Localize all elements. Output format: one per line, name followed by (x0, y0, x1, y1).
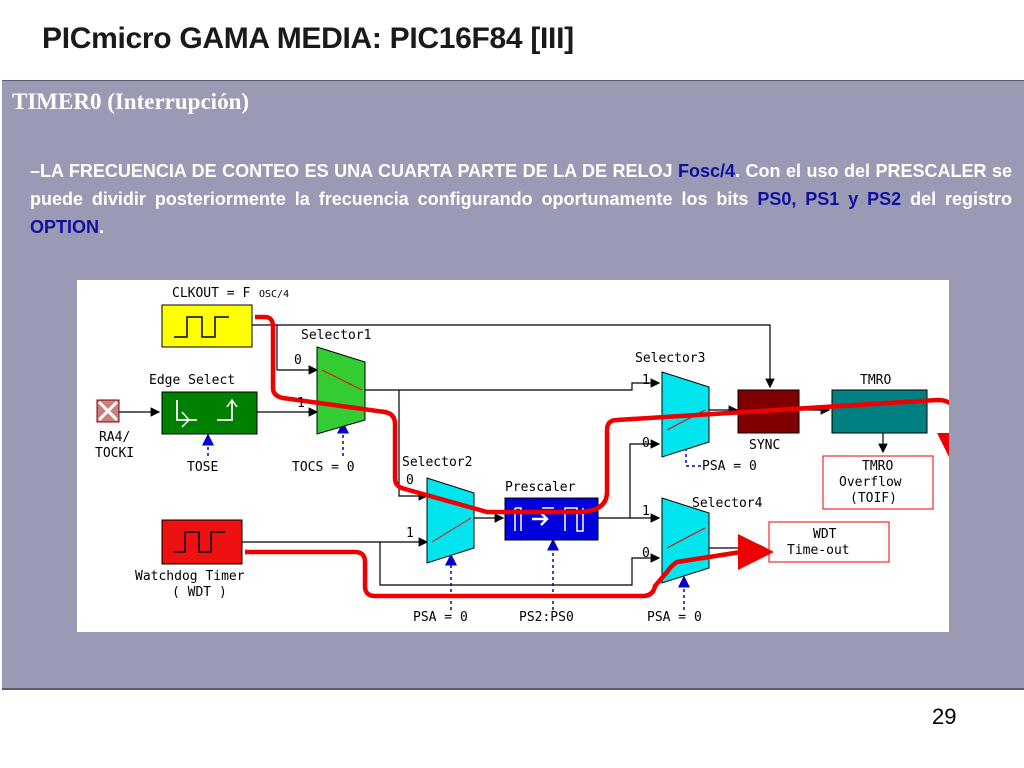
timer0-block-diagram: CLKOUT = F OSC/4 Selector1 0 1 Edge Sele… (77, 280, 949, 632)
selector3-input-1: 1 (642, 373, 650, 388)
sync-label: SYNC (749, 438, 780, 453)
tmr0-overflow-line1: TMRO (862, 459, 893, 474)
psa-sel3-label: PSA = 0 (702, 459, 757, 474)
watchdog-label-1: Watchdog Timer (135, 569, 245, 584)
highlight-y: y (839, 189, 868, 209)
watchdog-label-2: ( WDT ) (172, 585, 227, 600)
selector4-input-1: 1 (642, 504, 650, 519)
ra4-label-2: TOCKI (95, 446, 134, 461)
tose-label: TOSE (187, 460, 218, 475)
selector1-label: Selector1 (301, 328, 371, 343)
text-part-1: LA FRECUENCIA DE CONTEO ES UNA CUARTA PA… (40, 161, 678, 181)
selector1-mux (316, 346, 366, 435)
control-lines (202, 421, 701, 610)
description-paragraph: –LA FRECUENCIA DE CONTEO ES UNA CUARTA P… (30, 157, 1012, 241)
highlight-ps2: PS2 (867, 189, 902, 209)
selector3-input-0: 0 (642, 436, 650, 451)
signal-wires (119, 324, 888, 586)
selector4-label: Selector4 (692, 496, 763, 511)
selector1-input-0: 0 (294, 353, 302, 368)
tmr0-label: TMRO (860, 373, 891, 388)
mux-paths (321, 369, 706, 549)
prescaler-label: Prescaler (505, 480, 576, 495)
tmr0-overflow-box (822, 455, 934, 510)
page-number: 29 (932, 704, 957, 729)
ps2-ps0-label: PS2:PS0 (519, 610, 574, 625)
ra4-label-1: RA4/ (99, 430, 130, 445)
selector2-input-0: 0 (406, 473, 414, 488)
text-dot: . (99, 217, 105, 237)
wdt-line1: WDT (813, 527, 837, 542)
prescaler-block (504, 497, 599, 541)
selector2-label: Selector2 (402, 455, 472, 470)
section-subtitle: TIMER0 (Interrupción) (12, 89, 250, 114)
slide-title: PICmicro GAMA MEDIA: PIC16F84 [III] (42, 22, 574, 55)
selector3-label: Selector3 (635, 351, 705, 366)
highlight-option: OPTION (30, 217, 100, 237)
edge-select-label: Edge Select (149, 373, 235, 388)
psa-sel4-label: PSA = 0 (647, 610, 702, 625)
wdt-line2: Time-out (787, 543, 850, 558)
selector2-input-1: 1 (406, 526, 414, 541)
tmr0-block (831, 389, 928, 434)
tocs-label: TOCS = 0 (292, 460, 355, 475)
tmr0-overflow-line3: (TOIF) (850, 491, 897, 506)
clkout-block (161, 304, 253, 348)
psa-sel2-label: PSA = 0 (413, 610, 468, 625)
highlight-fosc: Fosc/4 (677, 161, 735, 181)
edge-select-block (161, 391, 258, 435)
ra4-pin-icon (96, 399, 120, 423)
tmr0-overflow-line2: Overflow (839, 475, 902, 490)
text-part-2: . Con el uso del PRESCALER se puede divi… (30, 161, 1012, 209)
clkout-label: CLKOUT = F (172, 286, 250, 301)
selector1-input-1: 1 (297, 396, 305, 411)
content-panel: TIMER0 (Interrupción) –LA FRECUENCIA DE … (2, 80, 1024, 690)
bullet-dash: – (30, 161, 41, 181)
signal-path (245, 314, 949, 599)
highlight-ps0: PS0, (757, 189, 806, 209)
text-part-3: del registro (901, 189, 1013, 209)
watchdog-timer-block (161, 519, 243, 565)
highlight-ps1: PS1 (805, 189, 840, 209)
selector4-input-0: 0 (642, 546, 650, 561)
wdt-timeout-box (768, 521, 890, 563)
clkout-sub-label: OSC/4 (259, 289, 289, 300)
